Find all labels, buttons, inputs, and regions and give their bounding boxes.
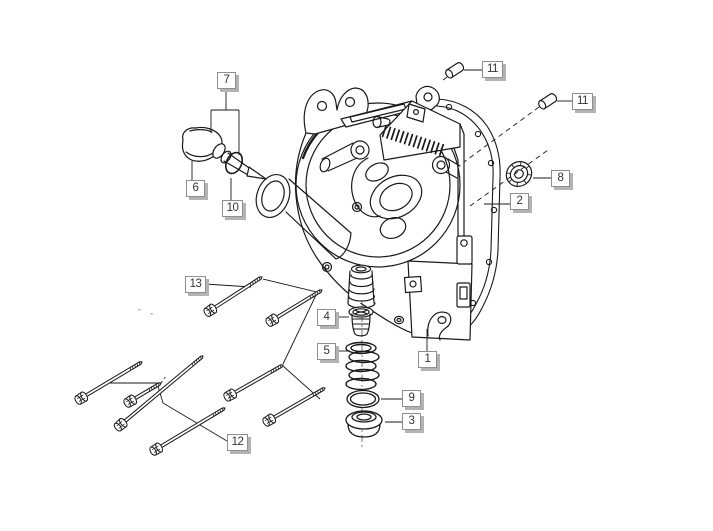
callout-1: 1 <box>418 351 437 368</box>
callout-6: 6 <box>186 180 205 197</box>
callout-11: 11 <box>482 61 503 78</box>
bolts-group <box>74 276 326 456</box>
bolt-drawing <box>149 407 226 456</box>
oil-seal-drawing <box>505 161 533 187</box>
callout-4: 4 <box>317 309 336 326</box>
callout-10: 10 <box>222 200 243 217</box>
leader-line <box>463 106 540 163</box>
leader-line <box>262 278 318 293</box>
bolt-drawing <box>113 355 204 432</box>
callout-2: 2 <box>510 193 529 210</box>
strainer-cup-drawing <box>348 306 374 337</box>
leader-line <box>442 74 451 81</box>
callout-11: 11 <box>572 93 593 110</box>
leader-line <box>110 382 228 442</box>
callout-3: 3 <box>402 413 421 430</box>
leader-line <box>469 149 549 207</box>
bolt-drawing <box>223 364 284 402</box>
bushing-drawing <box>445 62 558 110</box>
bolt-drawing <box>265 289 323 327</box>
callout-8: 8 <box>551 170 570 187</box>
spring-drawing <box>345 341 380 391</box>
leader-line <box>282 292 318 365</box>
flywheel-cover-drawing <box>255 85 473 341</box>
leader-line <box>204 283 252 288</box>
bolt-drawing <box>262 387 326 427</box>
callout-12: 12 <box>227 434 248 451</box>
cap-drawing <box>345 410 383 438</box>
scan-specks <box>138 309 153 315</box>
bolt-drawing <box>123 374 168 408</box>
oring-9-drawing <box>346 389 380 409</box>
callout-13: 13 <box>185 276 206 293</box>
bolt-drawing <box>74 361 143 405</box>
callout-5: 5 <box>317 343 336 360</box>
callout-9: 9 <box>402 390 421 407</box>
callout-7: 7 <box>217 72 236 89</box>
dipstick-drawing <box>181 126 267 180</box>
bolt-drawing <box>203 276 263 317</box>
